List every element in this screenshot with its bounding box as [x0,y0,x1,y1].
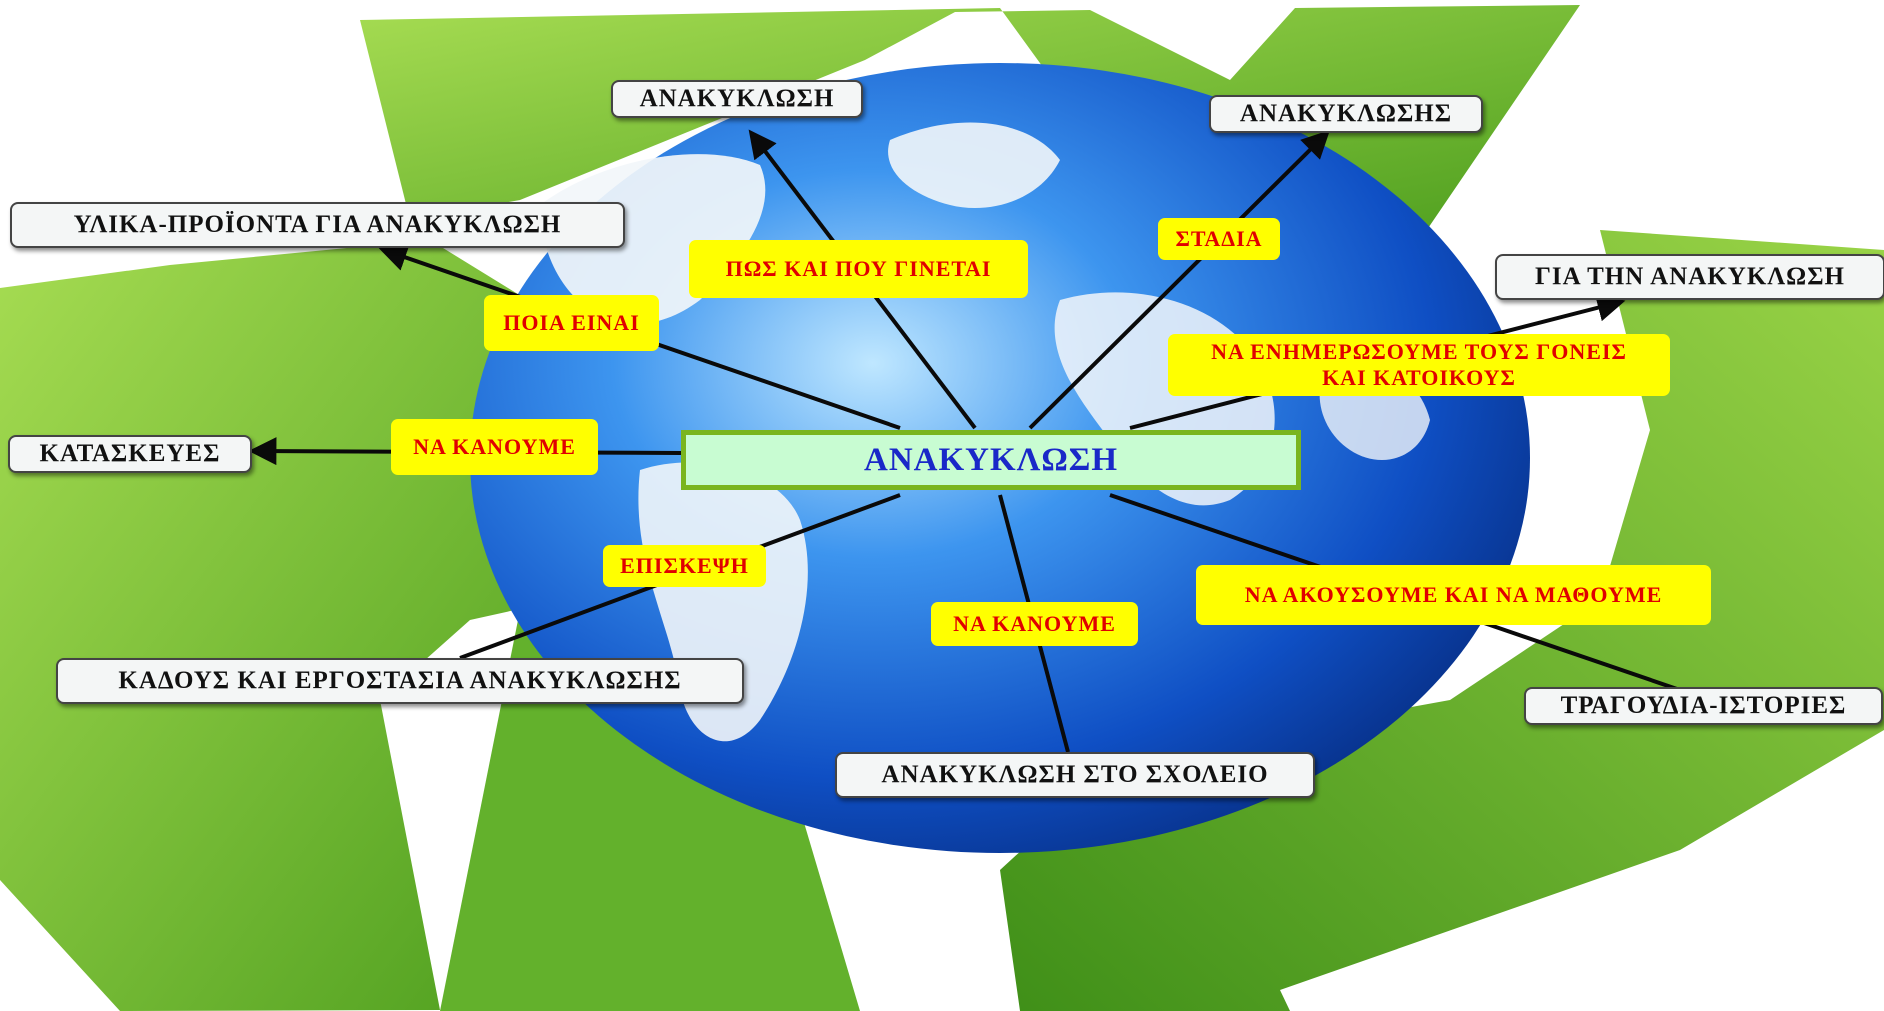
connector-top-right [1028,130,1330,430]
topic-box-songs-stories: ΤΡΑΓΟΥΔΙΑ-ΙΣΤΟΡΙΕΣ [1524,687,1883,725]
topic-box-recycling-top: ΑΝΑΚΥΚΛΩΣΗ [611,80,863,118]
topic-box-constructions: ΚΑΤΑΣΚΕΥΕΣ [8,435,252,473]
link-label-make-bottom: ΝΑ ΚΑΝΟΥΜΕ [931,602,1138,646]
topic-box-bins-factories: ΚΑΔΟΥΣ ΚΑΙ ΕΡΓΟΣΤΑΣΙΑ ΑΝΑΚΥΚΛΩΣΗΣ [56,658,744,704]
topic-box-about-recycling: ΓΙΑ ΤΗΝ ΑΝΑΚΥΚΛΩΣΗ [1495,254,1884,300]
link-label-inform: ΝΑ ΕΝΗΜΕΡΩΣΟΥΜΕ ΤΟΥΣ ΓΟΝΕΙΣ ΚΑΙ ΚΑΤΟΙΚΟΥ… [1168,334,1670,396]
link-label-visit: ΕΠΙΣΚΕΨΗ [603,545,766,587]
topic-box-school: ΑΝΑΚΥΚΛΩΣΗ ΣΤΟ ΣΧΟΛΕΙΟ [835,752,1315,798]
topic-box-recycling-stages: ΑΝΑΚΥΚΛΩΣΗΣ [1209,95,1483,133]
link-label-inform-line1: ΝΑ ΕΝΗΜΕΡΩΣΟΥΜΕ ΤΟΥΣ ΓΟΝΕΙΣ [1211,339,1627,364]
link-label-stages: ΣΤΑΔΙΑ [1158,218,1280,260]
link-label-which: ΠΟΙΑ ΕΙΝΑΙ [484,295,659,351]
link-label-listen-learn: ΝΑ ΑΚΟΥΣΟΥΜΕ ΚΑΙ ΝΑ ΜΑΘΟΥΜΕ [1196,565,1711,625]
link-label-make-left: ΝΑ ΚΑΝΟΥΜΕ [391,419,598,475]
central-topic: ΑΝΑΚΥΚΛΩΣΗ [681,430,1301,490]
topic-box-materials: ΥΛΙΚΑ-ΠΡΟΪΟΝΤΑ ΓΙΑ ΑΝΑΚΥΚΛΩΣΗ [10,202,625,248]
link-label-how-where: ΠΩΣ ΚΑΙ ΠΟΥ ΓΙΝΕΤΑΙ [689,240,1028,298]
link-label-inform-line2: ΚΑΙ ΚΑΤΟΙΚΟΥΣ [1322,365,1516,390]
